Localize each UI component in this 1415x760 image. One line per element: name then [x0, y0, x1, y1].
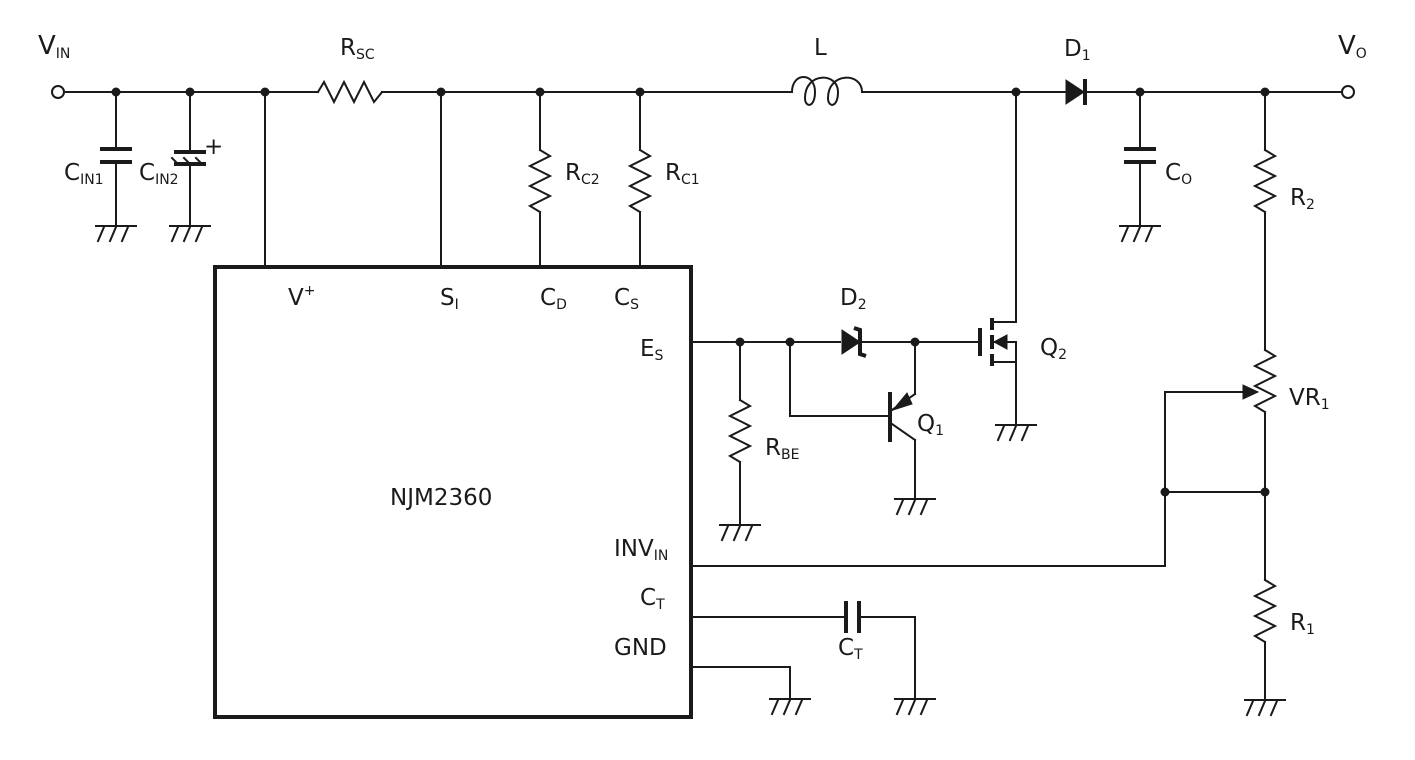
cin2-label: CIN2: [139, 160, 179, 188]
vo-terminal: [1341, 85, 1355, 99]
pin-es-label: ES: [640, 336, 664, 364]
ground-symbol-cin2: [169, 225, 211, 243]
ground-symbol-cin1: [95, 225, 137, 243]
d1-label: D1: [1064, 36, 1091, 64]
d2-diode: [841, 326, 979, 358]
ground-symbol-r1: [1244, 699, 1286, 717]
pin-cd-label: CD: [540, 285, 567, 313]
r2-resistor: [1252, 91, 1278, 351]
l-label: L: [814, 35, 827, 61]
pin-inv-label: INVIN: [614, 536, 668, 564]
r2-label: R2: [1290, 185, 1315, 213]
ct-capacitor: [690, 601, 916, 699]
q2-mosfet: [978, 318, 1017, 425]
vr1-label: VR1: [1289, 385, 1330, 413]
cin2-polarity-mark: +: [204, 134, 223, 160]
rc2-label: RC2: [565, 160, 600, 188]
ic-name: NJM2360: [390, 485, 492, 511]
ct-capacitor-label: CT: [838, 635, 863, 663]
ground-symbol-rbe: [719, 524, 761, 542]
pin-ct-label: CT: [640, 585, 665, 613]
inductor-l: [790, 76, 864, 106]
ground-symbol-co: [1119, 225, 1161, 243]
pin-si-label: SI: [440, 285, 459, 313]
ground-symbol-q2: [995, 424, 1037, 442]
pin-vplus-label: V+: [288, 283, 315, 311]
vr1-potentiometer: [1164, 348, 1278, 581]
vin-terminal: [51, 85, 65, 99]
junction-dots: [111, 87, 1270, 497]
rc1-resistor: [627, 91, 653, 268]
gnd-wire: [690, 666, 791, 699]
q1-transistor: [789, 341, 917, 499]
d1-diode: [1065, 79, 1087, 105]
ground-symbol-ic: [769, 698, 811, 716]
co-label: CO: [1165, 160, 1192, 188]
r1-label: R1: [1290, 610, 1315, 638]
cin2-capacitor: [170, 91, 206, 226]
rsc-resistor: [316, 79, 384, 105]
vo-label: VO: [1338, 31, 1367, 62]
rbe-label: RBE: [765, 435, 799, 463]
cin1-capacitor: [100, 91, 132, 226]
pin-gnd-label: GND: [614, 635, 667, 661]
ic-body: [213, 265, 693, 719]
rc2-resistor: [527, 91, 553, 268]
pin-cs-label: CS: [614, 285, 639, 313]
rc1-label: RC1: [665, 160, 700, 188]
ground-symbol-ct: [894, 698, 936, 716]
d2-label: D2: [840, 285, 867, 313]
co-capacitor: [1124, 91, 1156, 226]
r1-resistor: [1252, 578, 1278, 700]
cin1-label: CIN1: [64, 160, 104, 188]
q1-label: Q1: [917, 411, 944, 439]
rbe-resistor: [727, 341, 753, 525]
feedback-wire: [690, 391, 1266, 567]
q2-label: Q2: [1040, 335, 1067, 363]
ground-symbol-q1: [894, 498, 936, 516]
rsc-label: RSC: [340, 35, 375, 63]
vin-label: VIN: [38, 31, 70, 62]
